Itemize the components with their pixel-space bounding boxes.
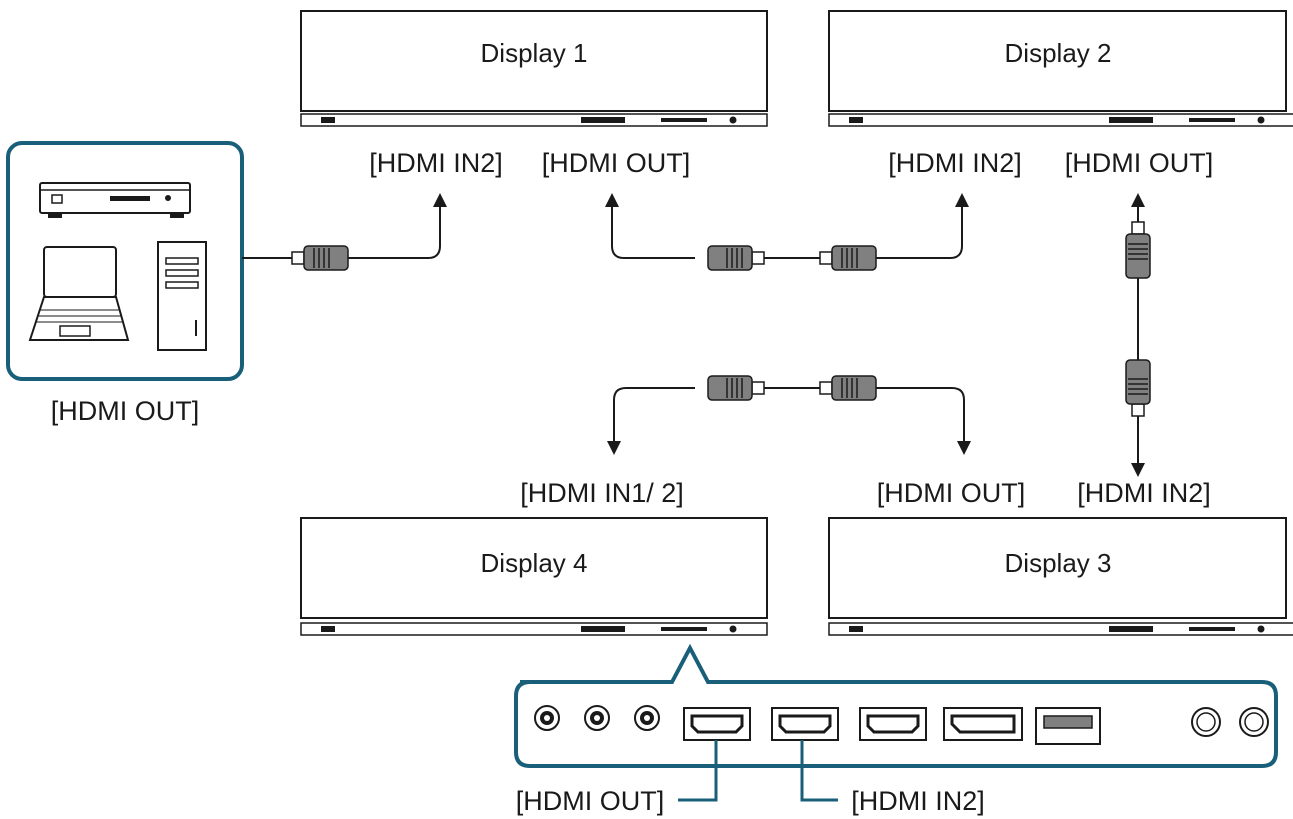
display-4-label: Display 4	[481, 548, 588, 578]
hdmi-connector-icon	[819, 375, 877, 401]
audio-jack-icon	[584, 705, 610, 731]
display-1-label: Display 1	[481, 38, 588, 68]
hdmi-in2-port-icon	[770, 706, 840, 742]
hdmi-connector-icon	[1125, 221, 1151, 279]
cable-display-2-to-display-3	[1125, 193, 1151, 477]
display-2-hdmi-in-label: [HDMI IN2]	[888, 148, 1022, 178]
display-4: Display 4	[300, 517, 768, 636]
display-3-label: Display 3	[1005, 548, 1112, 578]
display-2: Display 2	[828, 10, 1293, 127]
dvd-player-icon	[39, 182, 191, 218]
audio-jack-icon	[534, 705, 560, 731]
port-panel-callout	[514, 643, 1278, 802]
hdmi-connector-icon	[291, 245, 349, 271]
circular-port-icon	[1191, 707, 1221, 737]
hdmi-port-icon	[858, 706, 928, 742]
display-3: Display 3	[828, 517, 1293, 636]
hdmi-out-port-icon	[682, 706, 752, 742]
displayport-icon	[943, 707, 1023, 741]
hdmi-connector-icon	[707, 375, 765, 401]
display-2-label: Display 2	[1005, 38, 1112, 68]
source-hdmi-out-label: [HDMI OUT]	[51, 396, 200, 426]
hdmi-connector-icon	[1125, 359, 1151, 417]
usb-port-icon	[1035, 707, 1101, 745]
desktop-tower-icon	[157, 241, 207, 351]
circular-port-icon	[1239, 707, 1269, 737]
display-3-hdmi-out-label: [HDMI OUT]	[877, 478, 1026, 508]
cable-display-1-to-display-2	[605, 193, 969, 271]
display-2-hdmi-out-label: [HDMI OUT]	[1065, 148, 1214, 178]
cable-display-3-to-display-4	[607, 375, 971, 455]
cable-source-to-display-1	[242, 193, 447, 271]
panel-hdmi-out-label: [HDMI OUT]	[516, 786, 665, 816]
hdmi-connector-icon	[819, 245, 877, 271]
display-1-hdmi-in-label: [HDMI IN2]	[369, 148, 503, 178]
display-3-hdmi-in-label: [HDMI IN2]	[1077, 478, 1211, 508]
panel-hdmi-in-label: [HDMI IN2]	[851, 786, 985, 816]
source-devices	[6, 141, 244, 381]
laptop-icon	[28, 246, 130, 341]
display-1: Display 1	[300, 10, 768, 127]
display-1-hdmi-out-label: [HDMI OUT]	[542, 148, 691, 178]
display-4-hdmi-in-label: [HDMI IN1/ 2]	[520, 478, 684, 508]
audio-jack-icon	[634, 705, 660, 731]
hdmi-connector-icon	[707, 245, 765, 271]
